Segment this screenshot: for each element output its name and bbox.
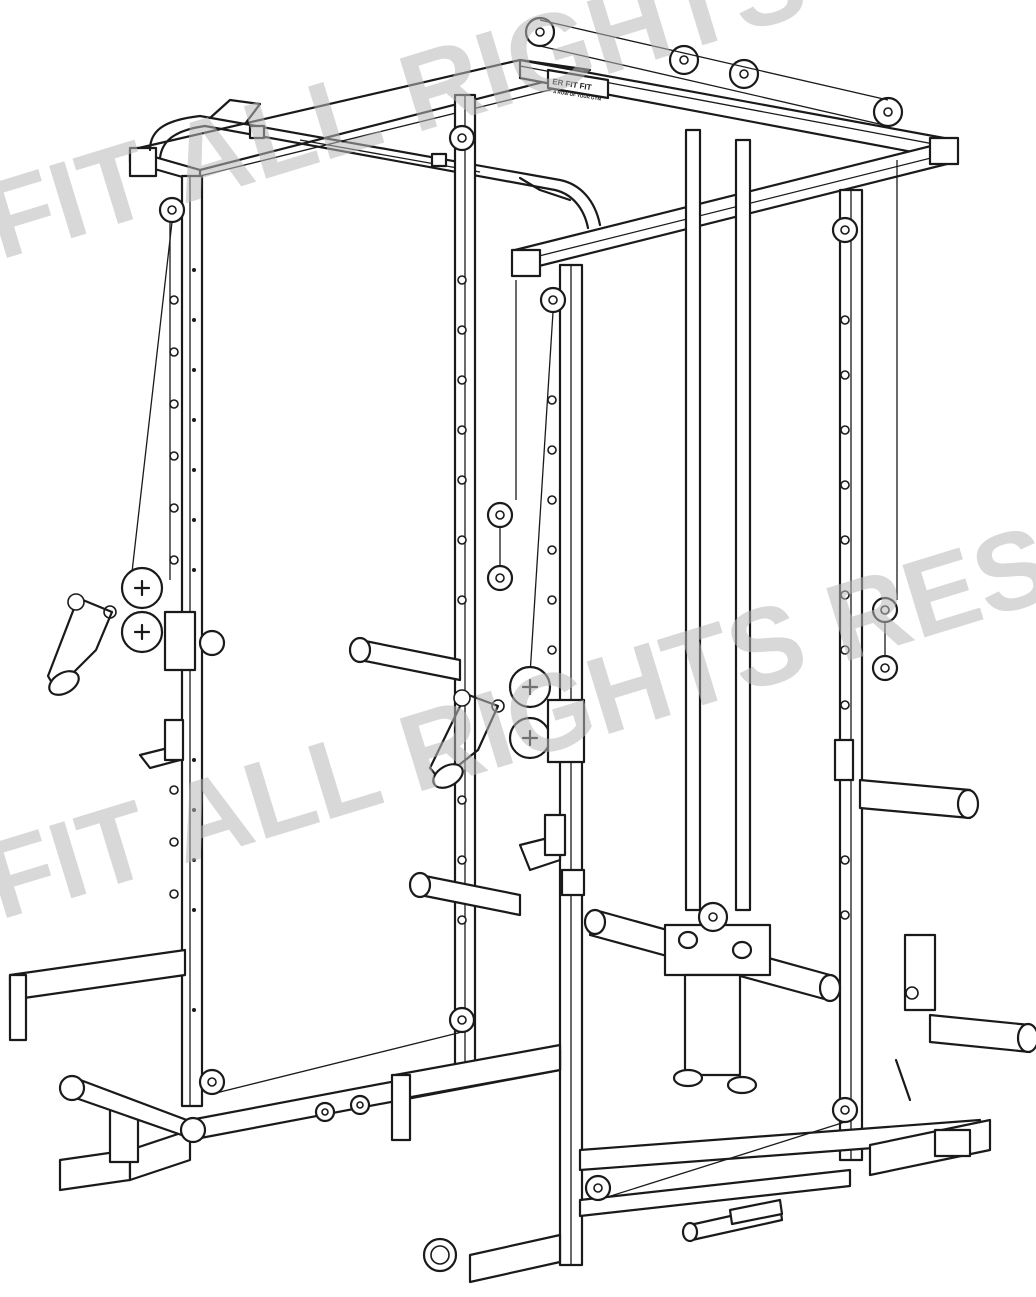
pulley-icon: [668, 44, 700, 76]
top-pulleys: [524, 16, 904, 128]
cables: [131, 221, 886, 1201]
pulley-icon: [349, 1094, 371, 1116]
upright-back-right: [838, 188, 864, 1162]
pulley-icon: [831, 216, 859, 244]
pulley-icon: [872, 96, 904, 128]
pulley-icon: [198, 1068, 226, 1096]
center-cable-station: [428, 665, 586, 897]
pulley-icon: [448, 1006, 476, 1034]
weight-carriage: [663, 901, 772, 1095]
pulley-icon: [584, 1174, 612, 1202]
pulley-icon: [697, 901, 729, 933]
pulley-icon: [314, 1101, 336, 1123]
watermark-line-2: FIT ALL RIGHTS RESERV: [0, 436, 1036, 943]
right-j-hook: [833, 738, 937, 1102]
upright-pulleys: [158, 124, 899, 1202]
pulley-icon: [486, 501, 514, 529]
upright-front-right: [547, 263, 584, 1267]
pulley-icon: [871, 654, 899, 682]
guide-rods: [169, 128, 898, 912]
pulley-icon: [871, 596, 899, 624]
stirrup-handle-icon: [46, 593, 114, 696]
left-cable-station: [46, 566, 226, 770]
pulley-icon: [728, 58, 760, 90]
pulley-icon: [831, 1096, 859, 1124]
pull-up-bar: [148, 98, 602, 230]
pulley-icon: [158, 196, 186, 224]
stirrup-handle-icon: [428, 689, 500, 789]
pulley-icon: [486, 564, 514, 592]
upright-back-left: [453, 93, 477, 1077]
pulley-icon: [539, 286, 567, 314]
safety-arms: [8, 948, 562, 1142]
pulley-icon: [448, 124, 476, 152]
